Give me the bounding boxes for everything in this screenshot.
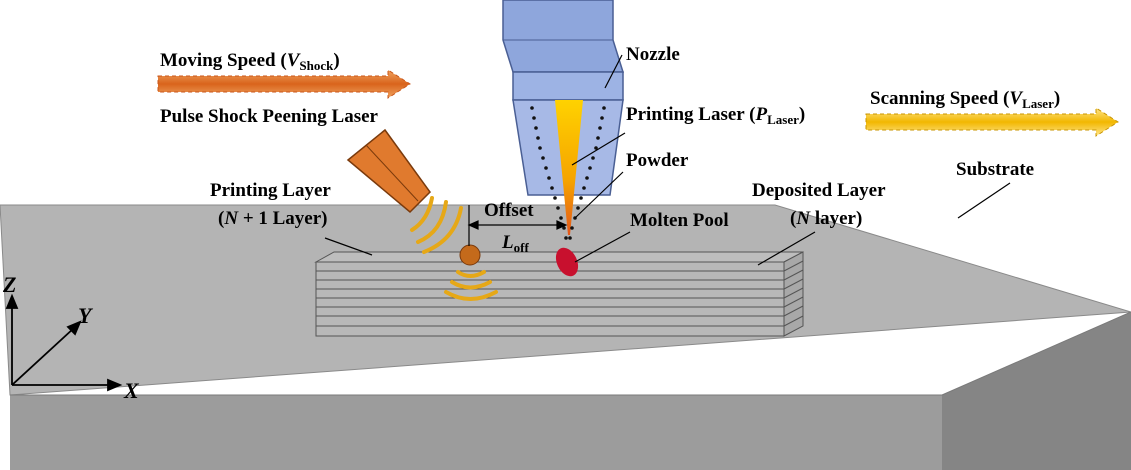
printing-laser-label: Printing Laser (PLaser) (626, 104, 805, 127)
axis-x-label: X (123, 378, 140, 403)
shock-waves-emitted (410, 196, 463, 254)
moving-speed-label: Moving Speed (VShock) (160, 50, 340, 73)
deposited-layer-label-line1: Deposited Layer (752, 180, 886, 201)
substrate-side-face (942, 312, 1131, 470)
l-off-label: Loff (501, 232, 529, 255)
printing-layer-label-line2: (N + 1 Layer) (218, 208, 328, 229)
deposited-layer-label-line2: (N layer) (790, 208, 862, 229)
shock-point (459, 244, 481, 266)
nozzle-top-block (502, 0, 625, 73)
nozzle-leader (604, 54, 623, 89)
leader-lines (324, 54, 1011, 266)
offset-dimension (467, 205, 568, 246)
molten-pool-label: Molten Pool (630, 210, 729, 231)
pulse-laser-head (346, 128, 431, 214)
substrate-block (0, 204, 1131, 470)
scanning-speed-arrow (865, 107, 1119, 137)
printing-layer-label-line1: Printing Layer (210, 180, 331, 201)
powder-leader (574, 171, 624, 219)
axis-y-label: Y (78, 303, 94, 328)
deposited-layers (314, 251, 804, 337)
printing-layer-leader (324, 237, 373, 256)
powder-label: Powder (626, 150, 689, 171)
moving-speed-arrow (157, 69, 411, 99)
substrate-corner-edge (941, 311, 1131, 396)
coordinate-axes (5, 293, 123, 392)
molten-pool-leader (574, 231, 631, 263)
nozzle-label: Nozzle (626, 44, 680, 65)
printing-laser-leader (571, 132, 626, 166)
deposited-layer-leader (757, 231, 816, 266)
axis-z-label: Z (2, 272, 16, 297)
surface-shock-waves (444, 270, 498, 301)
substrate-leader (957, 182, 1011, 219)
pulse-laser-label: Pulse Shock Peening Laser (160, 106, 379, 127)
substrate-front-face (10, 395, 942, 470)
printing-laser-beam (555, 100, 583, 235)
molten-pool (555, 247, 579, 277)
layer-stack-side (783, 251, 804, 337)
layer-lines (316, 260, 804, 327)
scanning-speed-label: Scanning Speed (VLaser) (870, 88, 1060, 111)
substrate-label: Substrate (956, 159, 1034, 180)
layer-stack-front (315, 261, 785, 337)
powder-streams (530, 106, 606, 240)
offset-label: Offset (484, 200, 534, 221)
